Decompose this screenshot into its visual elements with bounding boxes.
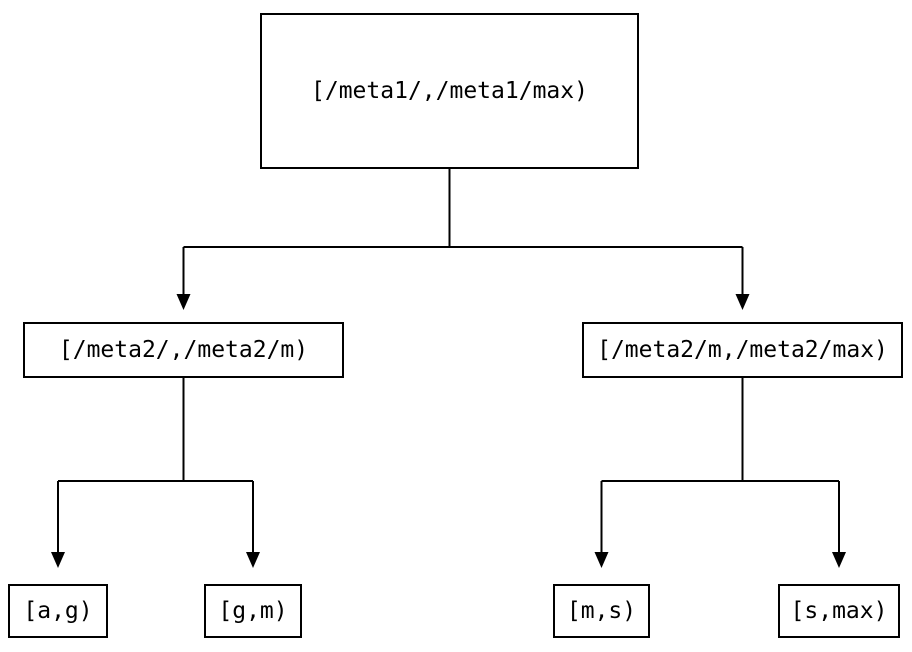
edge-left-to-leaf-ag [51, 481, 65, 568]
node-right-interval: [/meta2/m,/meta2/max) [582, 322, 903, 378]
edge-root-trunk [183, 169, 743, 248]
arrowhead-down-icon [51, 552, 65, 568]
edge-right-trunk [601, 378, 839, 482]
arrowhead-down-icon [176, 294, 191, 310]
node-left-interval: [/meta2/,/meta2/m) [23, 322, 344, 378]
edge-root-to-right [735, 247, 750, 310]
node-leaf-ag: [a,g) [8, 584, 108, 638]
edge-left-to-leaf-gm [246, 481, 260, 568]
node-leaf-gm: [g,m) [204, 584, 302, 638]
node-root-interval: [/meta1/,/meta1/max) [260, 13, 639, 169]
edge-right-to-leaf-smax [832, 481, 846, 568]
node-leaf-smax: [s,max) [778, 584, 900, 638]
arrowhead-down-icon [246, 552, 260, 568]
edge-root-to-left [176, 247, 191, 310]
node-leaf-ms: [m,s) [553, 584, 650, 638]
edge-right-to-leaf-ms [594, 481, 609, 568]
edge-left-trunk [58, 378, 253, 482]
arrowhead-down-icon [832, 552, 846, 568]
arrowhead-down-icon [594, 552, 609, 568]
arrowhead-down-icon [735, 294, 750, 310]
